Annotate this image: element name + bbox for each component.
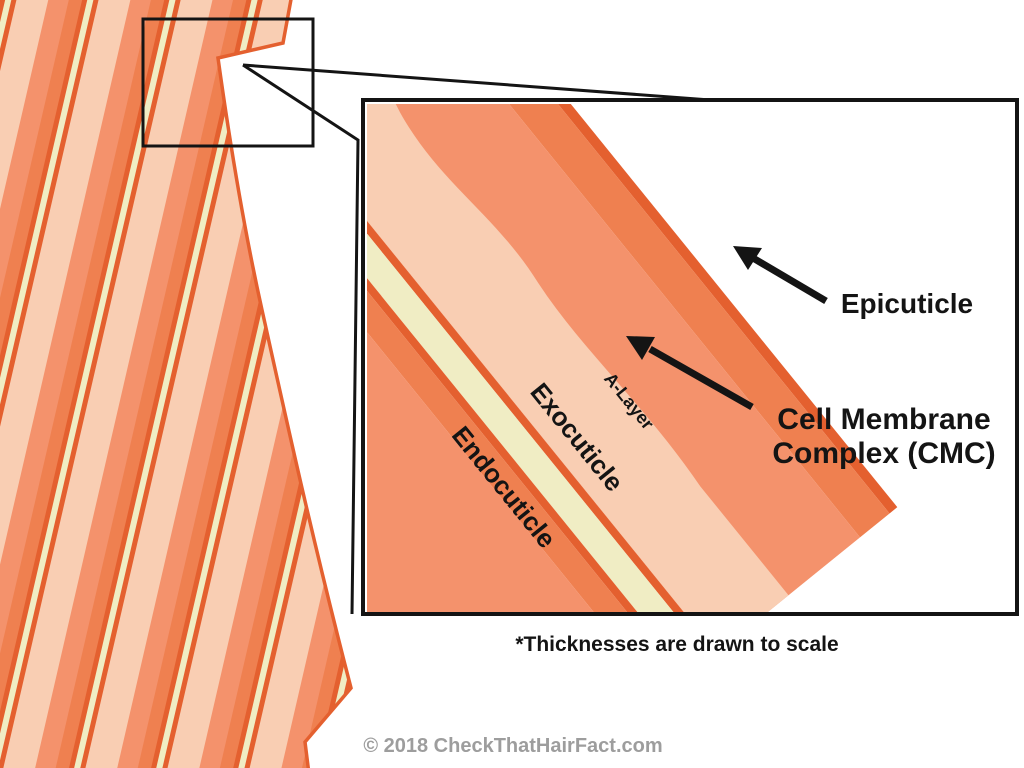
cmc-label-line1: Cell Membrane (777, 403, 990, 436)
hair-strand (0, 0, 353, 768)
epicuticle-band (367, 104, 898, 514)
cmc-lower-epicuticle-2 (367, 104, 690, 612)
cmc-arrow-head (626, 336, 655, 360)
endocuticle-band (367, 104, 789, 612)
epicuticle-arrow-head (733, 246, 762, 270)
copyright-text: © 2018 CheckThatHairFact.com (363, 735, 662, 757)
cmc-lower-epicuticle (367, 104, 718, 612)
callout-line-bottom (242, 63, 360, 615)
callout-line-top (242, 63, 738, 104)
a-layer-band (367, 104, 890, 538)
cmc-arrow-line (648, 345, 754, 411)
next-cell-a-layer (367, 104, 683, 612)
epicuticle-arrow-line (751, 254, 828, 305)
cmc-lower-band (367, 104, 711, 612)
exocuticle-band (367, 104, 861, 612)
scale-caption: *Thicknesses are drawn to scale (515, 633, 838, 656)
cmc-label-line2: Complex (CMC) (772, 437, 995, 470)
epicuticle-label: Epicuticle (841, 288, 973, 319)
zoom-region-outline (141, 17, 315, 148)
